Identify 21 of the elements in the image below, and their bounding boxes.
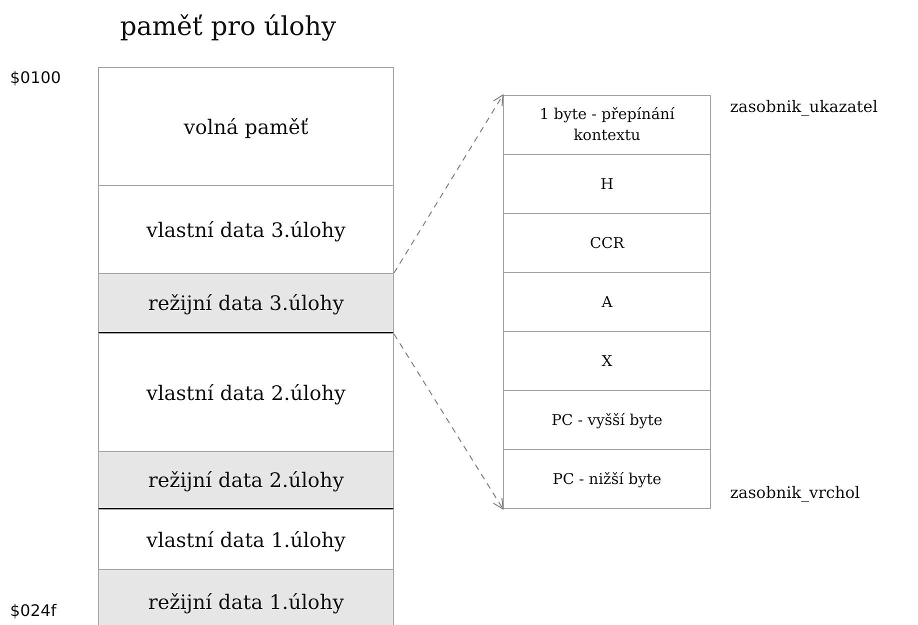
memory-cell: A (503, 272, 711, 332)
address-label: $024f (10, 601, 56, 620)
memory-cell: 1 byte - přepínání kontextu (503, 95, 711, 155)
pointer-label: zasobnik_vrchol (730, 483, 860, 502)
memory-cell: vlastní data 1.úlohy (98, 509, 394, 570)
memory-cell: volná paměť (98, 67, 394, 186)
memory-cell: CCR (503, 213, 711, 273)
memory-cell: PC - nižší byte (503, 449, 711, 509)
memory-cell: vlastní data 2.úlohy (98, 333, 394, 452)
memory-cell: režijní data 3.úlohy (98, 273, 394, 334)
pointer-label: zasobnik_ukazatel (730, 97, 878, 116)
address-label: $0100 (10, 68, 61, 87)
memory-cell: režijní data 2.úlohy (98, 451, 394, 510)
memory-cell: režijní data 1.úlohy (98, 569, 394, 625)
arrow (394, 94, 504, 274)
memory-cell: H (503, 154, 711, 214)
memory-cell: PC - vyšší byte (503, 390, 711, 450)
memory-cell: vlastní data 3.úlohy (98, 185, 394, 274)
memory-cell: X (503, 331, 711, 391)
diagram-title: paměť pro úlohy (120, 12, 336, 42)
arrow (394, 334, 504, 510)
